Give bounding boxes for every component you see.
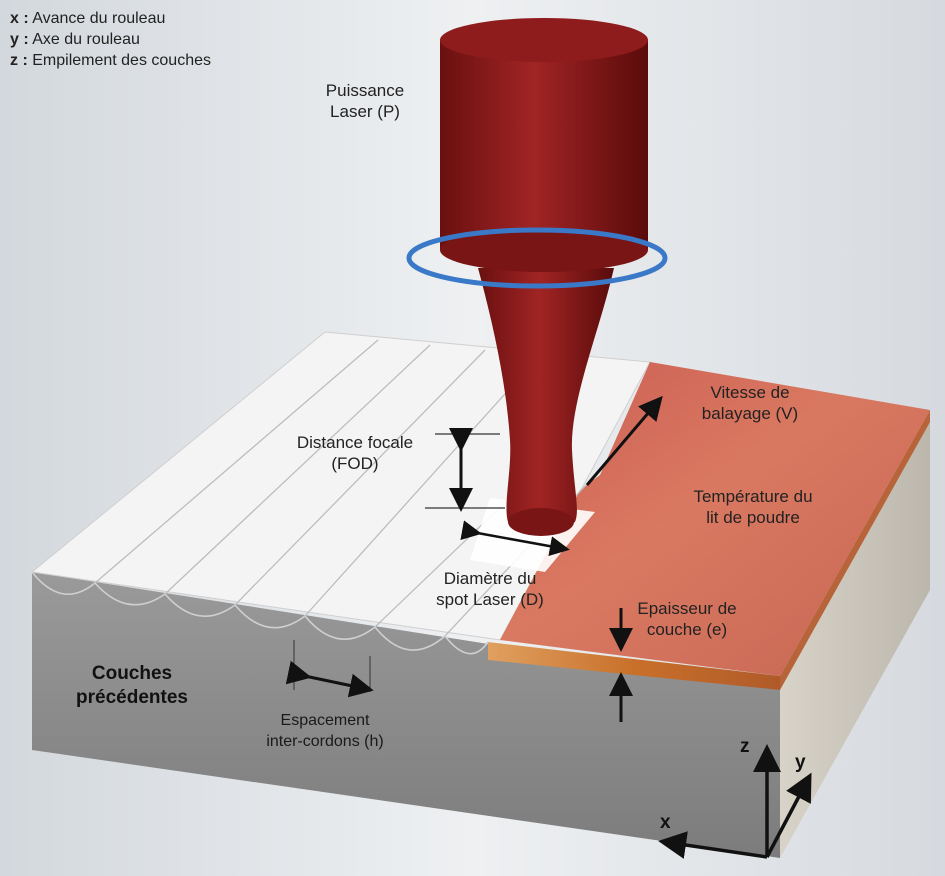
label-laser-power: Puissance Laser (P) xyxy=(305,80,425,122)
laser-beam-cone xyxy=(478,268,614,530)
block-right-face xyxy=(780,420,930,858)
layer-thickness-band xyxy=(488,642,780,690)
melt-pool-profiles xyxy=(31,571,489,655)
legend-x: x : Avance du rouleau xyxy=(10,8,211,29)
legend-z-text: Empilement des couches xyxy=(32,52,211,69)
laser-spot-end xyxy=(508,508,574,536)
label-layer-thickness-l2: couche (e) xyxy=(646,620,728,639)
legend-x-text: Avance du rouleau xyxy=(32,10,166,27)
label-focal-distance-l2: (FOD) xyxy=(331,454,379,473)
label-spot-diameter-l2: spot Laser (D) xyxy=(436,590,544,609)
laser-head-body xyxy=(440,40,648,250)
label-scan-speed: Vitesse de balayage (V) xyxy=(680,382,820,424)
axes-triad xyxy=(658,744,812,859)
laser-head-bottom xyxy=(440,228,648,272)
label-previous-layers: Couches précédentes xyxy=(62,662,202,710)
label-bed-temperature-l1: Température du xyxy=(693,487,813,506)
label-scan-speed-l1: Vitesse de xyxy=(710,383,790,402)
label-hatch-spacing-l2: inter-cordons (h) xyxy=(266,733,384,750)
label-previous-layers-l1: Couches xyxy=(91,663,173,684)
spot-diameter-arrow xyxy=(460,520,570,557)
axis-legend: x : Avance du rouleau y : Axe du rouleau… xyxy=(10,8,211,71)
label-focal-distance: Distance focale (FOD) xyxy=(280,432,430,474)
legend-x-key: x : xyxy=(10,10,29,27)
laser-head-top xyxy=(440,18,648,62)
label-hatch-spacing: Espacement inter-cordons (h) xyxy=(240,710,410,752)
label-layer-thickness-l1: Epaisseur de xyxy=(637,599,737,618)
label-bed-temperature-l2: lit de poudre xyxy=(706,508,800,527)
label-scan-speed-l2: balayage (V) xyxy=(701,404,799,423)
lens-ring xyxy=(406,227,668,289)
label-focal-distance-l1: Distance focale xyxy=(296,433,414,452)
scan-speed-arrow xyxy=(585,395,663,486)
legend-y-text: Axe du rouleau xyxy=(32,31,140,48)
heated-zone xyxy=(500,362,930,676)
axis-x-label: x xyxy=(660,812,671,833)
legend-z-key: z : xyxy=(10,52,28,69)
label-spot-diameter: Diamètre du spot Laser (D) xyxy=(410,568,570,610)
label-spot-diameter-l1: Diamètre du xyxy=(443,569,537,588)
label-layer-thickness: Epaisseur de couche (e) xyxy=(622,598,752,640)
hatch-spacing-indicator xyxy=(285,640,374,698)
axis-y-label: y xyxy=(795,752,806,773)
label-hatch-spacing-l1: Espacement xyxy=(280,712,370,729)
legend-z: z : Empilement des couches xyxy=(10,50,211,71)
block-front-face xyxy=(32,572,780,858)
label-bed-temperature: Température du lit de poudre xyxy=(668,486,838,528)
focal-distance-indicator xyxy=(425,428,505,512)
layer-strip-right xyxy=(780,410,930,690)
label-previous-layers-l2: précédentes xyxy=(76,687,188,708)
legend-y-key: y : xyxy=(10,31,29,48)
label-laser-power-l2: Laser (P) xyxy=(330,102,400,121)
label-laser-power-l1: Puissance xyxy=(325,81,405,100)
axis-z-label: z xyxy=(740,736,750,757)
legend-y: y : Axe du rouleau xyxy=(10,29,211,50)
